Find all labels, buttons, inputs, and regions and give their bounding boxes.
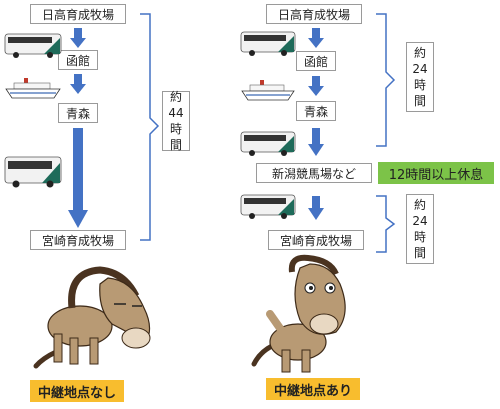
- right-node-hakodate: 函館: [296, 51, 336, 71]
- left-bracket: [140, 13, 160, 241]
- left-arrow-long: [68, 128, 88, 228]
- bus-icon: [240, 131, 296, 156]
- right-arrow-2: [308, 76, 324, 96]
- left-node-origin: 日高育成牧場: [30, 4, 126, 24]
- horse-tired-icon: [33, 266, 151, 369]
- bus-icon: [4, 156, 62, 188]
- right-node-origin: 日高育成牧場: [266, 4, 362, 24]
- left-caption: 中継地点なし: [30, 380, 124, 402]
- left-duration: 約 44 時 間: [162, 90, 190, 152]
- left-node-hakodate: 函館: [58, 50, 98, 70]
- right-node-niigata: 新潟競馬場など: [256, 163, 372, 183]
- left-arrow-2: [70, 74, 86, 94]
- right-arrow-3: [308, 128, 324, 156]
- right-caption: 中継地点あり: [266, 378, 360, 400]
- bus-icon: [240, 194, 296, 219]
- left-node-aomori: 青森: [58, 103, 98, 123]
- rest-badge: 12時間以上休息: [378, 162, 494, 184]
- ferry-icon: [241, 80, 295, 101]
- right-bracket-a: [376, 13, 396, 147]
- right-bracket-b: [376, 195, 396, 253]
- right-node-aomori: 青森: [296, 101, 336, 121]
- bus-icon: [240, 31, 296, 56]
- right-arrow-4: [308, 196, 324, 220]
- bus-icon: [4, 33, 62, 58]
- ferry-icon: [5, 78, 61, 99]
- right-duration-b: 約 24 時 間: [406, 194, 434, 264]
- left-arrow-1: [70, 28, 86, 48]
- horse-happy-icon: [251, 254, 346, 373]
- right-duration-a: 約 24 時 間: [406, 42, 434, 112]
- left-node-miyazaki: 宮崎育成牧場: [30, 230, 126, 250]
- right-arrow-1: [308, 28, 324, 48]
- right-node-miyazaki: 宮崎育成牧場: [268, 230, 364, 250]
